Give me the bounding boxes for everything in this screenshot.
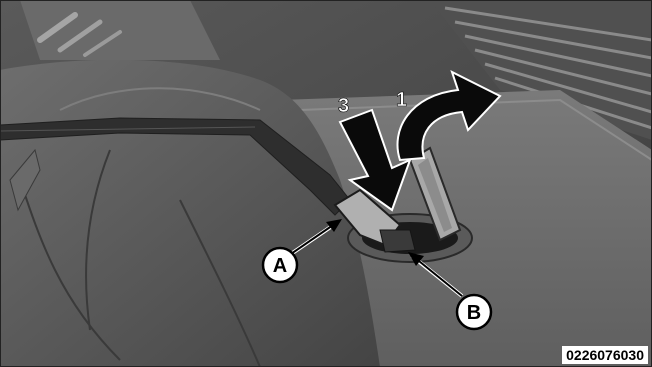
callout-b-label: B <box>467 302 481 324</box>
step-3-number: 3 <box>338 95 349 117</box>
callout-a-label: A <box>273 255 287 277</box>
buckle-receptacle <box>380 230 415 252</box>
figure-id-label: 0226076030 <box>562 346 648 364</box>
window-reflection <box>20 0 220 60</box>
step-1-number: 1 <box>396 89 407 111</box>
